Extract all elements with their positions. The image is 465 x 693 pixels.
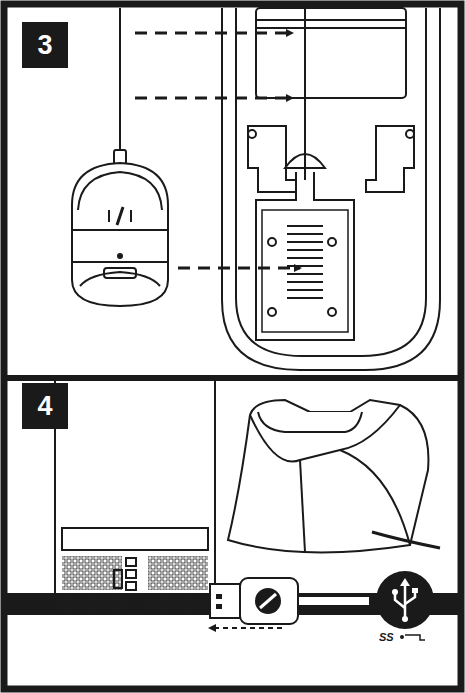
step-number: 3 <box>37 30 52 61</box>
frame <box>4 4 461 689</box>
superspeed-label: SS <box>379 631 394 643</box>
dashed-arrow <box>210 627 282 629</box>
usb-symbol <box>376 571 434 640</box>
step-number-box: 3 <box>22 22 68 68</box>
panel-divider <box>4 375 461 381</box>
step-number-box: 4 <box>22 383 68 429</box>
step-number: 4 <box>37 391 52 422</box>
usb-plug <box>210 578 370 624</box>
console <box>55 381 215 593</box>
charging-stand <box>228 400 440 552</box>
stand-base <box>222 8 440 370</box>
charging-puck <box>72 8 168 306</box>
dashed-arrow <box>135 33 300 268</box>
console-ports <box>62 596 208 612</box>
